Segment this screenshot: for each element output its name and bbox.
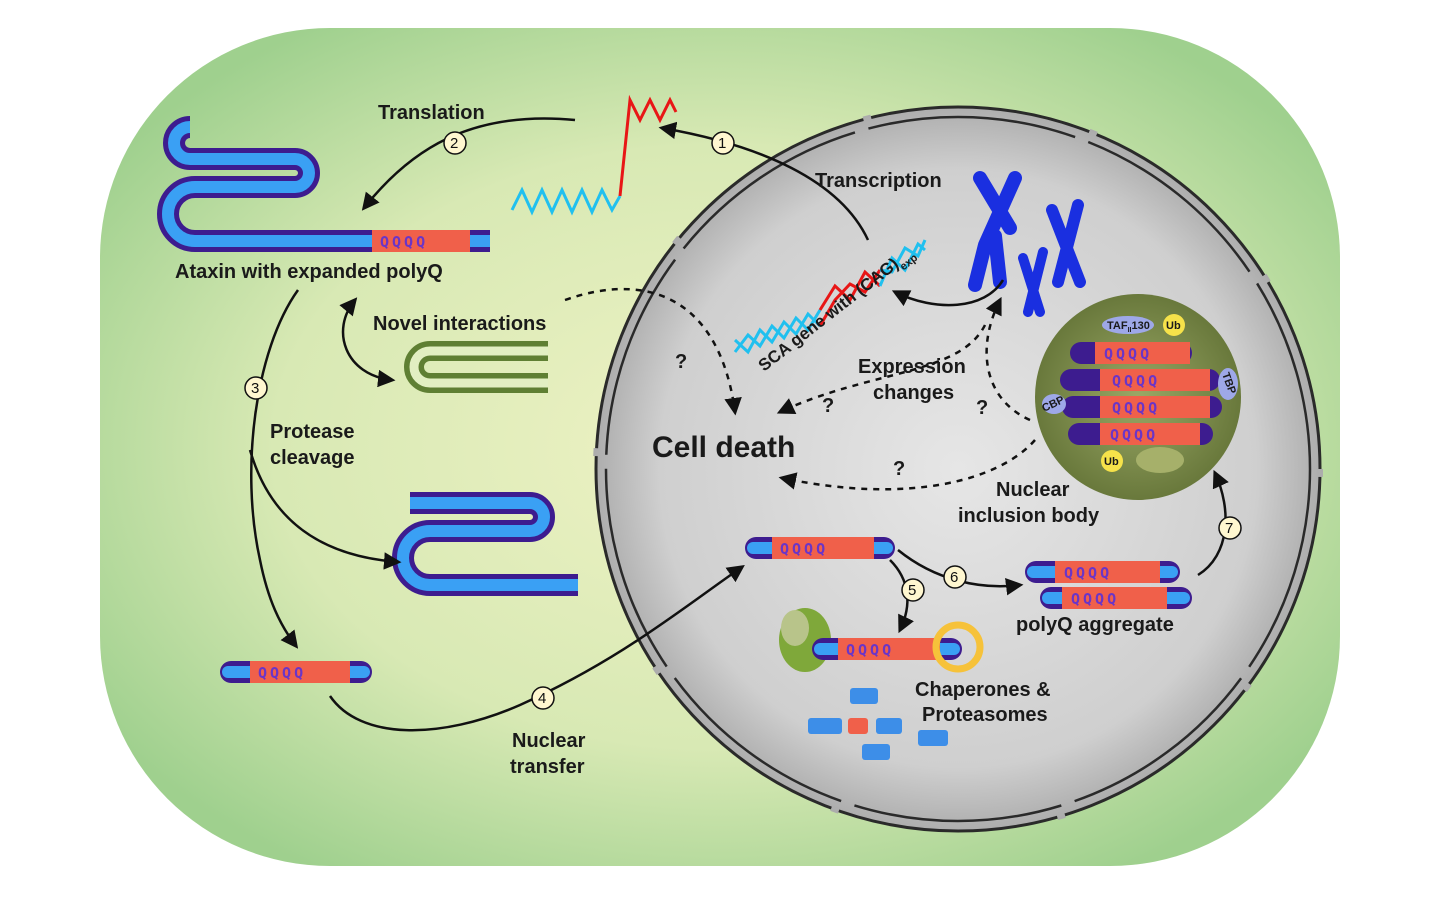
- step-5: 5: [908, 582, 916, 599]
- mrna-strand: [510, 94, 678, 216]
- ataxin-label: Ataxin with expanded polyQ: [175, 261, 443, 283]
- cleaved-fragment-large: [392, 492, 578, 596]
- arrow-novel-interactions: [339, 297, 396, 388]
- nuclear-transfer-label-1: Nuclear: [512, 730, 586, 752]
- nuclear-inclusion-body: [1035, 294, 1241, 500]
- translation-label: Translation: [378, 102, 485, 124]
- inclusion-polyq-label-3: QQQQ: [1112, 399, 1160, 417]
- arrow-protease-main: [250, 289, 300, 649]
- step-markers: [244, 131, 1242, 710]
- inclusion-polyq-label-1: QQQQ: [1104, 345, 1152, 363]
- ataxin-polyq-label: QQQQ: [380, 233, 428, 251]
- inclusion-polyq-label-2: QQQQ: [1112, 372, 1160, 390]
- proteasome-polyq-label: QQQQ: [846, 641, 894, 659]
- step-6: 6: [950, 569, 958, 586]
- transcription-label: Transcription: [815, 170, 942, 192]
- step-3: 3: [251, 380, 259, 397]
- nuclear-transfer-label-2: transfer: [510, 756, 585, 778]
- dotted-inclusion-to-chromosome: [985, 296, 1031, 422]
- aggregate-polyq-label-1: QQQQ: [1064, 564, 1112, 582]
- ub-label-bottom: Ub: [1104, 456, 1119, 468]
- question-mark-1: ?: [675, 351, 687, 373]
- inclusion-label-1: Nuclear: [996, 479, 1070, 501]
- arrow-transcription: [658, 121, 870, 241]
- cell-death-label: Cell death: [652, 431, 795, 464]
- dotted-inclusion-to-death: [778, 439, 1036, 491]
- step-7: 7: [1225, 520, 1233, 537]
- inclusion-label-2: inclusion body: [958, 505, 1100, 527]
- aggregate-polyq-label-2: QQQQ: [1071, 590, 1119, 608]
- nucleus: [593, 104, 1323, 834]
- ataxin-protein: [157, 116, 490, 252]
- dotted-arrows: [564, 287, 1036, 491]
- arrow-protease-branch: [248, 449, 402, 570]
- polyq-fragment-nucleus: [745, 537, 895, 559]
- protease-label-1: Protease: [270, 421, 355, 443]
- step-1: 1: [718, 135, 726, 152]
- proteasome-complex: [779, 608, 984, 673]
- degraded-fragments: [808, 688, 948, 760]
- fragment-polyq-label: QQQQ: [258, 664, 306, 682]
- expression-label-2: changes: [873, 382, 954, 404]
- novel-interactions-label: Novel interactions: [373, 313, 546, 335]
- protease-label-2: cleavage: [270, 447, 355, 469]
- novel-interaction-protein: [404, 341, 548, 393]
- nuclear-fragment-polyq-label: QQQQ: [780, 540, 828, 558]
- chromosomes: [968, 171, 1086, 317]
- chaperones-label-1: Chaperones &: [915, 679, 1051, 701]
- inclusion-polyq-label-4: QQQQ: [1110, 426, 1158, 444]
- question-mark-3: ?: [976, 397, 988, 419]
- step-2: 2: [450, 135, 458, 152]
- expression-label-1: Expression: [858, 356, 966, 378]
- ub-label-top: Ub: [1166, 320, 1181, 332]
- arrow-nuclear-transfer: [328, 565, 745, 732]
- sca-gene-dna: [733, 239, 927, 355]
- question-mark-2: ?: [822, 395, 834, 417]
- polyq-fragment-cytoplasm: [220, 661, 372, 683]
- chaperones-label-2: Proteasomes: [922, 704, 1048, 726]
- polyq-aggregate: [1025, 561, 1192, 609]
- step-4: 4: [538, 690, 546, 707]
- arrow-chromosome-gene: [891, 279, 1005, 307]
- aggregate-label: polyQ aggregate: [1016, 614, 1174, 636]
- taf-label: TAFII130: [1107, 320, 1150, 334]
- question-mark-4: ?: [893, 458, 905, 480]
